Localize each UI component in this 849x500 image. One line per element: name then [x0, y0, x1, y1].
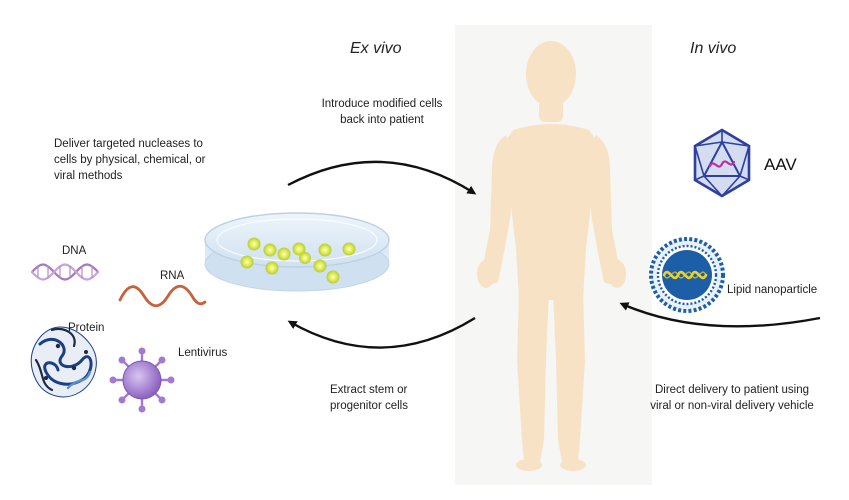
- aav-label: AAV: [764, 155, 797, 174]
- cells-in-dish: [240, 237, 356, 284]
- rna-icon: [118, 284, 207, 308]
- lentivirus-label: Lentivirus: [178, 347, 228, 359]
- dna-label: DNA: [62, 245, 87, 257]
- petri-dish-icon: [204, 212, 390, 292]
- lipid-nanoparticle-icon: [649, 237, 725, 313]
- cell: [263, 243, 277, 257]
- in-vivo-heading: In vivo: [690, 40, 737, 57]
- aav-capsid-icon: [693, 128, 751, 198]
- cell: [326, 270, 340, 284]
- text-line: back into patient: [340, 114, 424, 126]
- cell: [277, 247, 291, 261]
- text-line: Direct delivery to patient using: [654, 384, 810, 396]
- dna-icon: [30, 263, 100, 281]
- cell: [299, 252, 311, 264]
- cell: [265, 261, 279, 275]
- cell: [318, 243, 332, 257]
- text-line: viral methods: [54, 170, 123, 182]
- arrow-extract-cells: [287, 316, 476, 349]
- text-line: progenitor cells: [330, 400, 408, 412]
- lipid-nanoparticle-label: Lipid nanoparticle: [727, 284, 818, 296]
- direct-delivery-text: Direct delivery to patient using viral o…: [632, 382, 832, 414]
- cell: [240, 255, 254, 269]
- lentivirus-icon: [109, 347, 175, 413]
- introduce-cells-text: Introduce modified cells back into patie…: [312, 96, 452, 128]
- text-line: Extract stem or: [330, 384, 408, 396]
- ex-vivo-heading: Ex vivo: [350, 40, 402, 57]
- cell: [292, 242, 306, 256]
- rna-label: RNA: [160, 270, 185, 282]
- cell: [247, 237, 261, 251]
- human-body-silhouette: [477, 41, 626, 471]
- cell: [342, 242, 356, 256]
- text-line: Introduce modified cells: [321, 98, 443, 110]
- text-line: cells by physical, chemical, or: [54, 154, 206, 166]
- protein-icon: [30, 326, 97, 398]
- arrow-direct-delivery: [619, 302, 821, 328]
- protein-label: Protein: [68, 322, 105, 334]
- extract-cells-text: Extract stem or progenitor cells: [330, 382, 408, 414]
- text-line: Deliver targeted nucleases to: [54, 138, 203, 150]
- arrow-introduce-cells: [287, 160, 477, 195]
- text-line: viral or non-viral delivery vehicle: [650, 400, 814, 412]
- deliver-nucleases-text: Deliver targeted nucleases to cells by p…: [54, 136, 205, 184]
- cell: [313, 259, 327, 273]
